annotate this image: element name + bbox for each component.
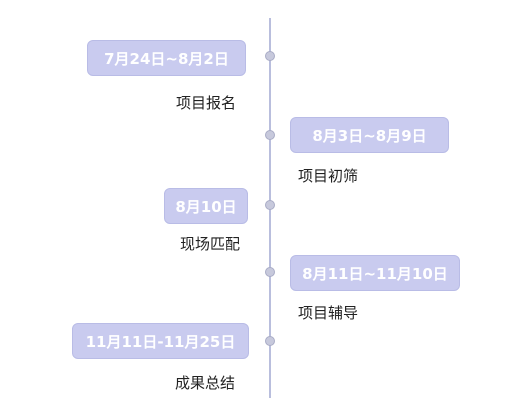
timeline-dot [265, 130, 275, 140]
timeline-dot [265, 267, 275, 277]
timeline-dot [265, 51, 275, 61]
milestone-label: 项目报名 [176, 94, 237, 112]
milestone-date: 11月11日-11月25日 [72, 323, 249, 359]
milestone-label: 成果总结 [175, 374, 236, 392]
milestone-date: 8月11日~11月10日 [290, 255, 460, 291]
milestone-label: 项目初筛 [298, 167, 359, 185]
milestone-label: 项目辅导 [298, 304, 359, 322]
milestone-date: 8月10日 [164, 188, 248, 224]
timeline-dot [265, 200, 275, 210]
timeline-dot [265, 336, 275, 346]
milestone-date: 7月24日~8月2日 [87, 40, 246, 76]
milestone-date: 8月3日~8月9日 [290, 117, 449, 153]
milestone-label: 现场匹配 [180, 235, 241, 253]
